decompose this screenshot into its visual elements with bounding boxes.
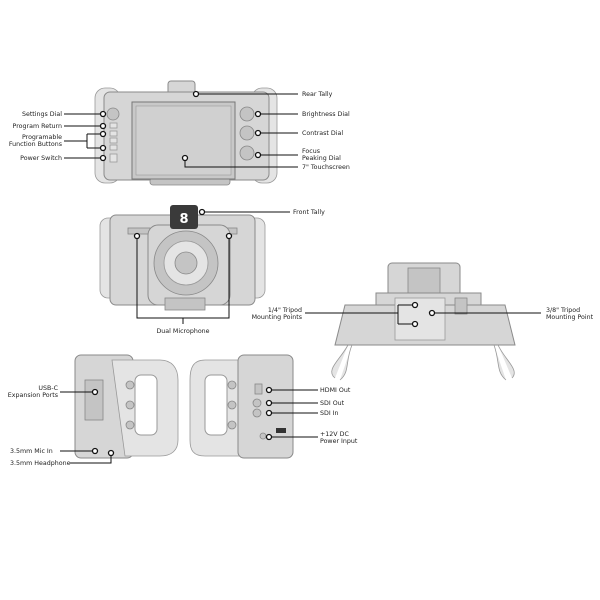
contrast-dial-label: Contrast Dial — [302, 130, 343, 137]
settings-dial — [106, 107, 120, 121]
sdi-in-label: SDI In — [320, 410, 339, 417]
usb-c-label: USB-C — [38, 385, 58, 392]
three-eighth-mount-label: 3/8" Tripod — [546, 307, 580, 314]
bottom-view-camera — [331, 262, 516, 381]
settings-dial-label: Settings Dial — [22, 111, 62, 118]
mic-in-label: 3.5mm Mic In — [10, 448, 53, 455]
right-side-callouts — [265, 386, 318, 441]
front-tally — [170, 205, 198, 229]
focus-peaking-label: Focus — [302, 148, 320, 155]
rear-view-callouts — [64, 90, 298, 168]
function-buttons-label: Programable — [22, 134, 62, 141]
rear-view-camera — [94, 80, 278, 186]
contrast-dial — [239, 125, 255, 141]
usb-c-label: Expansion Ports — [8, 392, 58, 399]
front-view-camera: 8 — [99, 205, 266, 311]
brightness-dial — [239, 106, 255, 122]
focus-peaking-dial — [239, 145, 255, 161]
left-side-callouts — [60, 388, 115, 464]
sdi-out-label: SDI Out — [320, 400, 345, 407]
quarter-inch-mount-label: Mounting Points — [252, 314, 302, 321]
front-tally-label: Front Tally — [293, 209, 325, 216]
right-side-camera — [189, 354, 294, 459]
focus-peaking-label: Peaking Dial — [302, 155, 341, 162]
bottom-view-callouts — [305, 301, 541, 328]
power-switch-label: Power Switch — [20, 155, 62, 162]
left-side-camera — [74, 354, 179, 459]
quarter-inch-mount-label: 1/4" Tripod — [268, 307, 302, 314]
hdmi-out-label: HDMI Out — [320, 387, 351, 394]
front-view-callouts — [133, 208, 290, 324]
power-input-label: Power Input — [320, 438, 358, 445]
dual-microphone-label: Dual Microphone — [156, 328, 209, 335]
program-return-label: Program Return — [13, 123, 62, 130]
front-tally-number: 8 — [179, 212, 188, 227]
brightness-dial-label: Brightness Dial — [302, 111, 350, 118]
function-buttons-label: Function Buttons — [9, 141, 62, 148]
power-input-label: +12V DC — [320, 431, 349, 438]
touchscreen-label: 7" Touchscreen — [302, 164, 350, 171]
headphone-label: 3.5mm Headphone — [10, 460, 71, 467]
rear-tally-label: Rear Tally — [302, 91, 333, 98]
three-eighth-mount-label: Mounting Point — [546, 314, 594, 321]
